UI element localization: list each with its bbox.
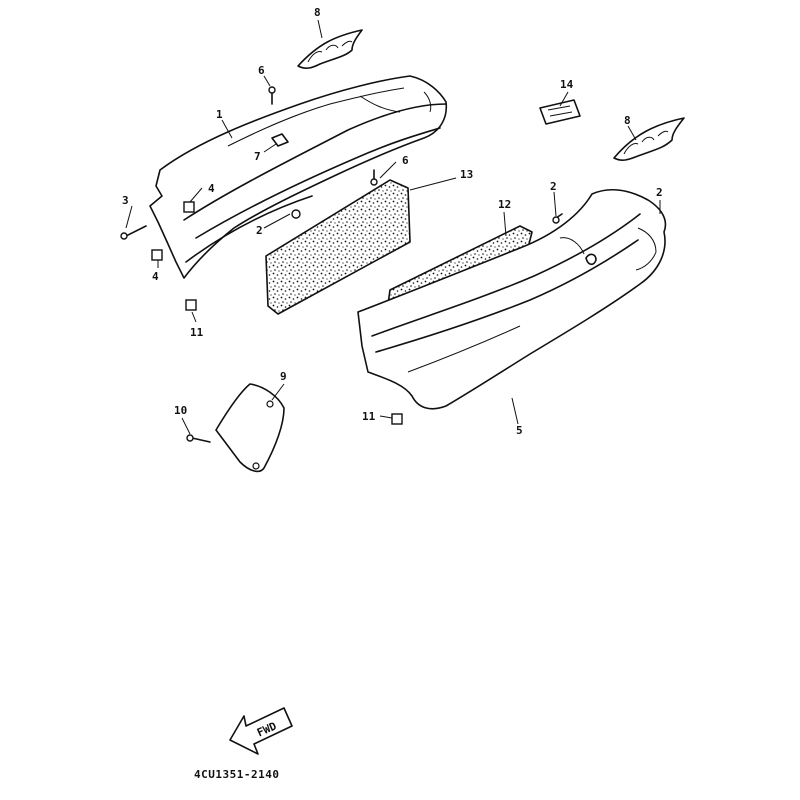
grommet-2-left	[291, 209, 301, 219]
label-part-3: 3	[122, 194, 129, 207]
screw-10	[186, 434, 211, 443]
label-part-10: 10	[174, 404, 187, 417]
label-part-11-right: 11	[362, 410, 376, 423]
cover-plate-9	[215, 383, 285, 473]
side-cover-left	[149, 75, 448, 279]
hardware	[120, 86, 563, 443]
clip-11-left	[185, 299, 197, 311]
label-part-6-mid: 6	[402, 154, 409, 167]
label-part-5: 5	[516, 424, 523, 437]
label-part-14: 14	[560, 78, 574, 91]
screw-2-right	[552, 213, 563, 224]
label-part-8-right: 8	[624, 114, 631, 127]
label-part-12: 12	[498, 198, 511, 211]
label-part-11-left: 11	[190, 326, 204, 339]
label-part-4-bottom: 4	[152, 270, 159, 283]
fwd-arrow: FWD	[229, 707, 293, 755]
grommet-7	[271, 133, 289, 147]
clip-4-bottom	[151, 249, 163, 261]
screw-6-top	[268, 86, 276, 105]
label-part-7: 7	[254, 150, 261, 163]
leader-lines	[125, 19, 661, 435]
screw-3	[120, 225, 147, 240]
emblem-top	[297, 29, 363, 69]
clip-11-right	[391, 413, 403, 425]
label-part-1: 1	[216, 108, 223, 121]
label-part-2-mid: 2	[550, 180, 557, 193]
screw-6-mid	[370, 169, 378, 186]
label-part-2-left: 2	[256, 224, 263, 237]
label-part-13: 13	[460, 168, 473, 181]
emblem-right	[613, 117, 685, 161]
drawing-code: 4CU1351-2140	[194, 768, 279, 781]
label-part-4-top: 4	[208, 182, 215, 195]
label-part-9: 9	[280, 370, 287, 383]
part-number-labels: 8 6 1 7 6 3 4 2 4 11 13 12 2 14 8 2 9 10…	[122, 6, 663, 437]
emblem-14	[539, 99, 581, 125]
label-part-2-right: 2	[656, 186, 663, 199]
side-cover-right	[357, 188, 667, 410]
clip-4-top	[183, 201, 195, 213]
label-part-8-top: 8	[314, 6, 321, 19]
foam-pad-13	[265, 179, 411, 315]
label-part-6-top: 6	[258, 64, 265, 77]
